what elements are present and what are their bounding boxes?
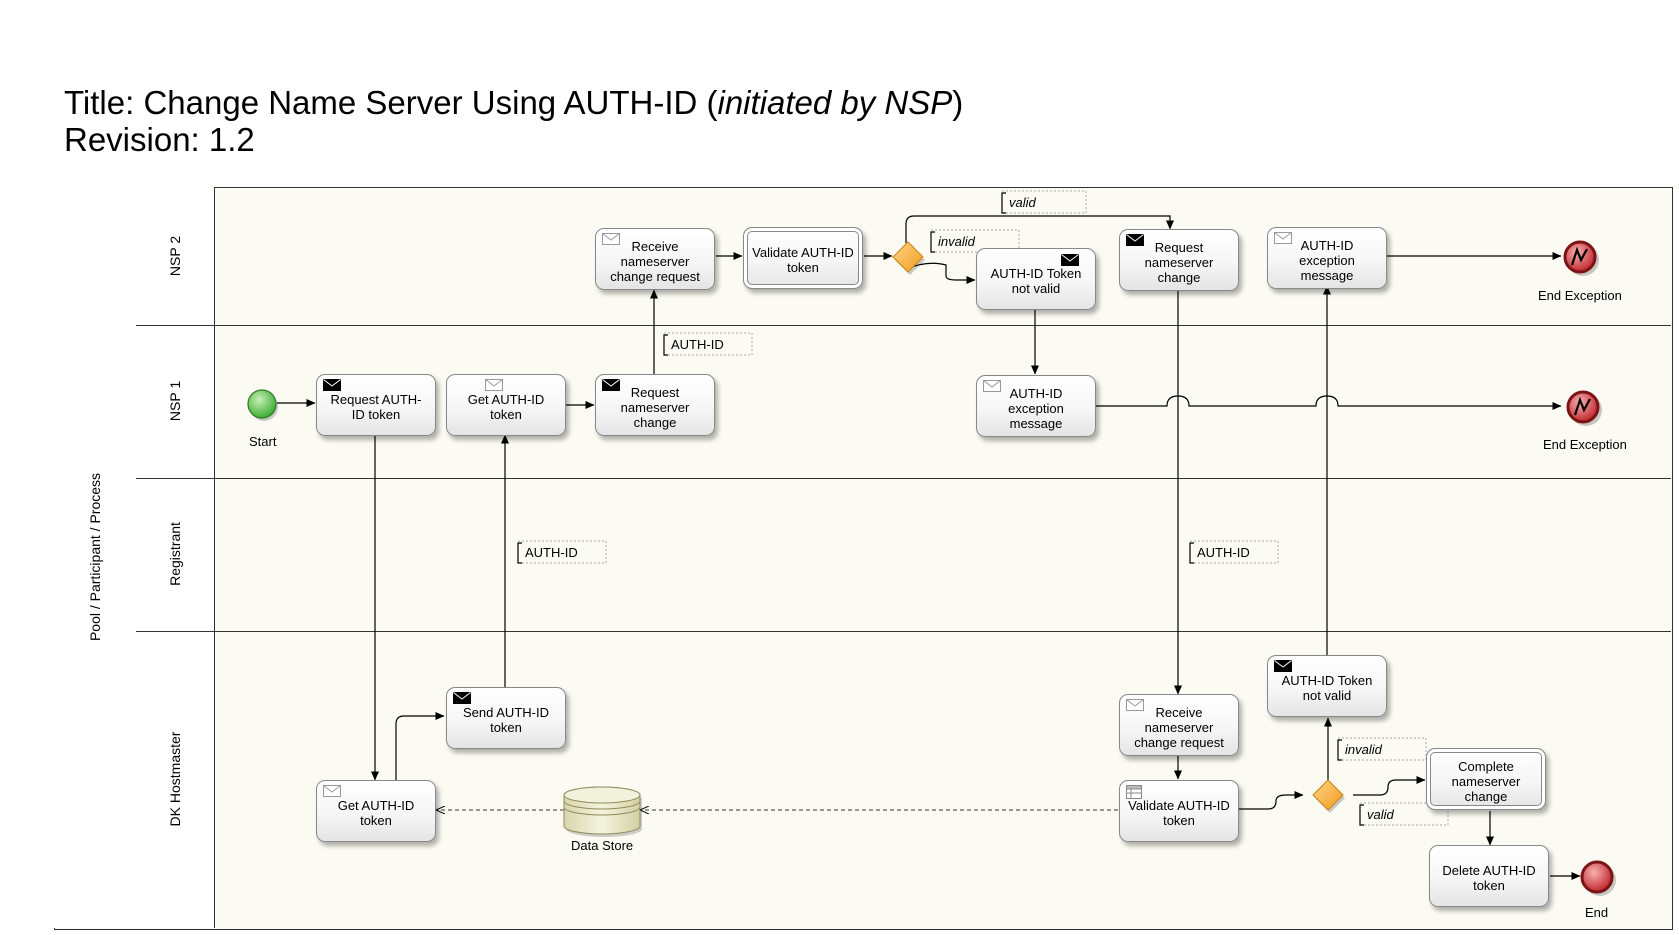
task-get-authid-token-nsp1[interactable]: Get AUTH-ID token [446,374,566,436]
gateway-nsp2 [892,241,925,275]
error-icon [1573,396,1591,416]
message-receive-icon [323,785,341,797]
start-event [247,389,278,421]
flow-valid [1353,776,1426,796]
message-send-icon [602,379,620,391]
task-authid-exception-message-nsp2[interactable]: AUTH-ID exception message [1267,227,1387,289]
message-receive-icon [1126,699,1144,711]
task-authid-token-not-valid-dk[interactable]: AUTH-ID Token not valid [1267,655,1387,717]
lane-divider [136,631,1671,632]
message-receive-icon [485,379,503,391]
lane-header-nsp2 [136,187,215,325]
start-event-label: Start [249,434,277,449]
end-exception-label-nsp2: End Exception [1538,288,1622,303]
gateway-dk [1312,779,1345,813]
task-request-authid-token[interactable]: Request AUTH-ID token [316,374,436,436]
diagram-revision: Revision: 1.2 [64,121,255,158]
message-receive-icon [983,380,1001,392]
task-authid-token-not-valid-nsp2[interactable]: AUTH-ID Token not valid [976,248,1096,310]
message-receive-icon [602,233,620,245]
message-send-icon [453,692,471,704]
end-exception-event-nsp1 [1566,390,1602,426]
annotation-authid-left: AUTH-ID [525,545,578,560]
flow-valid [905,215,1174,243]
end-exception-label-nsp1: End Exception [1543,437,1627,452]
error-icon [1570,246,1588,266]
title-italic: initiated by NSP [717,84,953,121]
message-send-icon [1274,660,1292,672]
task-receive-nameserver-change-request-nsp2[interactable]: Receive nameserver change request [595,228,715,290]
diagram-title: Title: Change Name Server Using AUTH-ID … [64,84,964,121]
business-rule-icon [1126,785,1142,799]
task-receive-nameserver-change-request-dk[interactable]: Receive nameserver change request [1119,694,1239,756]
task-send-authid-token-dk[interactable]: Send AUTH-ID token [446,687,566,749]
task-delete-authid-token[interactable]: Delete AUTH-ID token [1429,845,1549,907]
lane-header-dk [136,631,215,928]
annotation-invalid-dk: invalid [1345,742,1382,757]
data-store [563,786,642,837]
task-request-nameserver-change-nsp1[interactable]: Request nameserver change [595,374,715,436]
end-exception-event-nsp2 [1563,240,1599,276]
annotation-authid-nsp1: AUTH-ID [671,337,724,352]
flow-invalid [905,262,976,284]
message-send-icon [323,379,341,391]
flow [1096,395,1562,410]
flow [395,712,445,780]
message-send-icon [1126,234,1144,246]
task-request-nameserver-change-nsp2[interactable]: Request nameserver change [1119,229,1239,291]
task-get-authid-token-dk[interactable]: Get AUTH-ID token [316,780,436,842]
pool-label-column [54,187,137,928]
annotation-authid-right: AUTH-ID [1197,545,1250,560]
message-send-icon [1061,254,1079,266]
lane-header-registrant [136,478,215,631]
lane-divider [136,478,1671,479]
annotation-valid-dk: valid [1367,807,1394,822]
task-validate-authid-token-nsp2[interactable]: Validate AUTH-ID token [743,227,863,289]
lane-divider [136,325,1671,326]
task-validate-authid-token-dk[interactable]: Validate AUTH-ID token [1119,780,1239,842]
end-event [1580,860,1616,896]
end-event-label: End [1585,905,1609,920]
annotation-valid-top: valid [1009,195,1036,210]
flow [1239,791,1304,810]
annotation-invalid-top: invalid [938,234,975,249]
data-store-label: Data Store [571,838,634,853]
lane-header-nsp1 [136,325,215,478]
message-receive-icon [1274,232,1292,244]
task-complete-nameserver-change[interactable]: Complete nameserver change [1426,748,1546,810]
task-authid-exception-message-nsp1[interactable]: AUTH-ID exception message [976,375,1096,437]
